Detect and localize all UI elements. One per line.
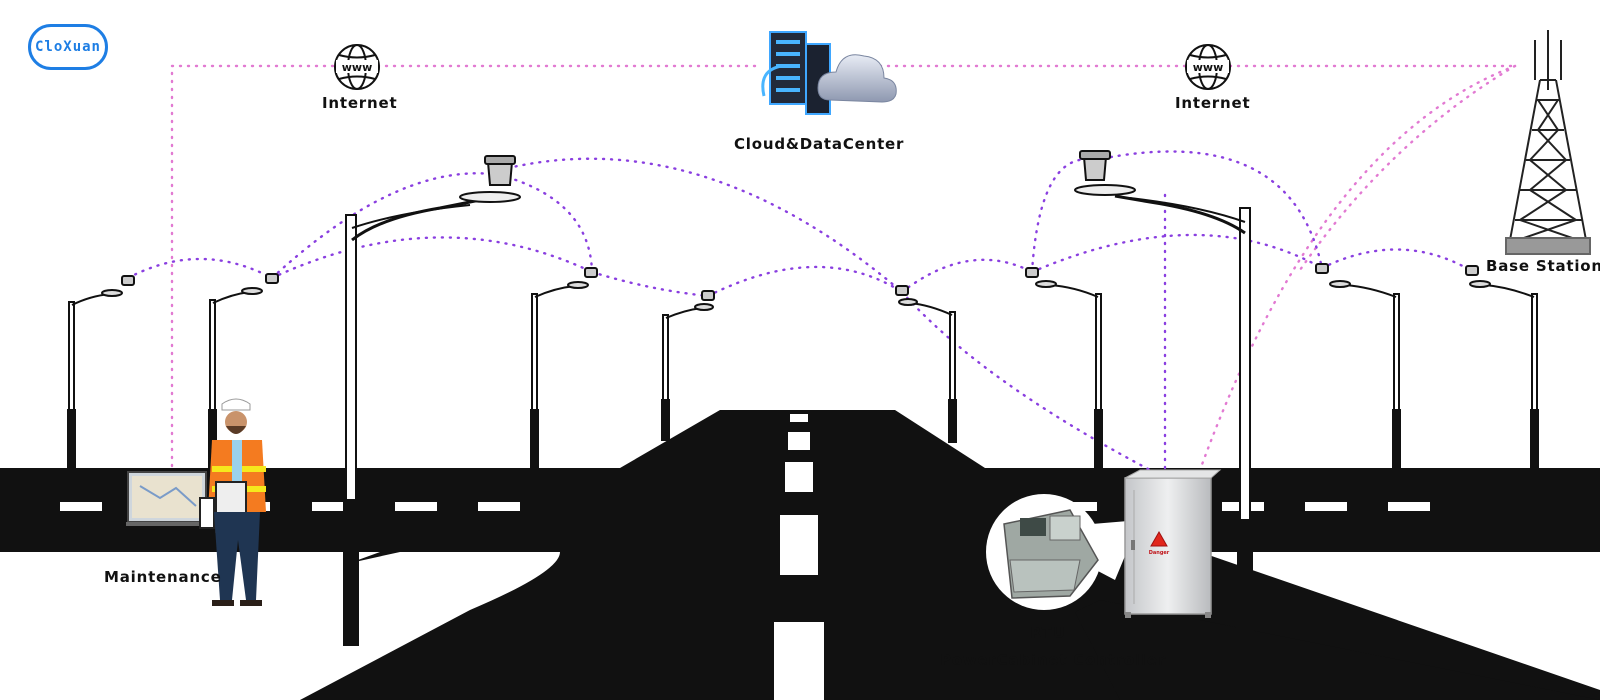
cabinet-controller-label: PowerCabinet Controller [940, 651, 1167, 669]
danger-sign-label: Danger [1149, 550, 1170, 556]
street-light-4 [661, 290, 715, 441]
cloud-datacenter-label: Cloud&DataCenter [734, 135, 905, 153]
internet-label-right: Internet [1175, 94, 1251, 112]
brand-logo: CloXuan [28, 24, 108, 70]
power-cabinet-icon [986, 469, 1222, 618]
base-station-tower-icon [1505, 30, 1591, 255]
cloud-datacenter-icon [761, 31, 897, 115]
street-light-7 [1315, 263, 1401, 471]
maintenance-worker-icon [126, 398, 266, 606]
maintenance-label: Maintenance [104, 568, 222, 586]
street-light-5 [895, 285, 957, 443]
street-lights-small [67, 263, 1539, 471]
base-station-label: Base Station [1486, 257, 1600, 275]
globe-www-left: www [342, 61, 373, 74]
rtu-label: RTU [1030, 624, 1066, 642]
globe-icon-right [1185, 44, 1231, 90]
globe-icon-left [334, 44, 380, 90]
street-light-3 [530, 267, 598, 471]
street-light-8 [1465, 265, 1539, 471]
brand-logo-text: CloXuan [34, 39, 101, 55]
street-light-large-right [1074, 150, 1253, 649]
street-light-6 [1025, 267, 1103, 471]
globe-www-right: www [1193, 61, 1224, 74]
network-links [126, 64, 1517, 472]
lane-markings [60, 414, 1430, 700]
street-light-large-left [343, 155, 521, 646]
street-light-1 [67, 275, 135, 471]
internet-label-left: Internet [322, 94, 398, 112]
